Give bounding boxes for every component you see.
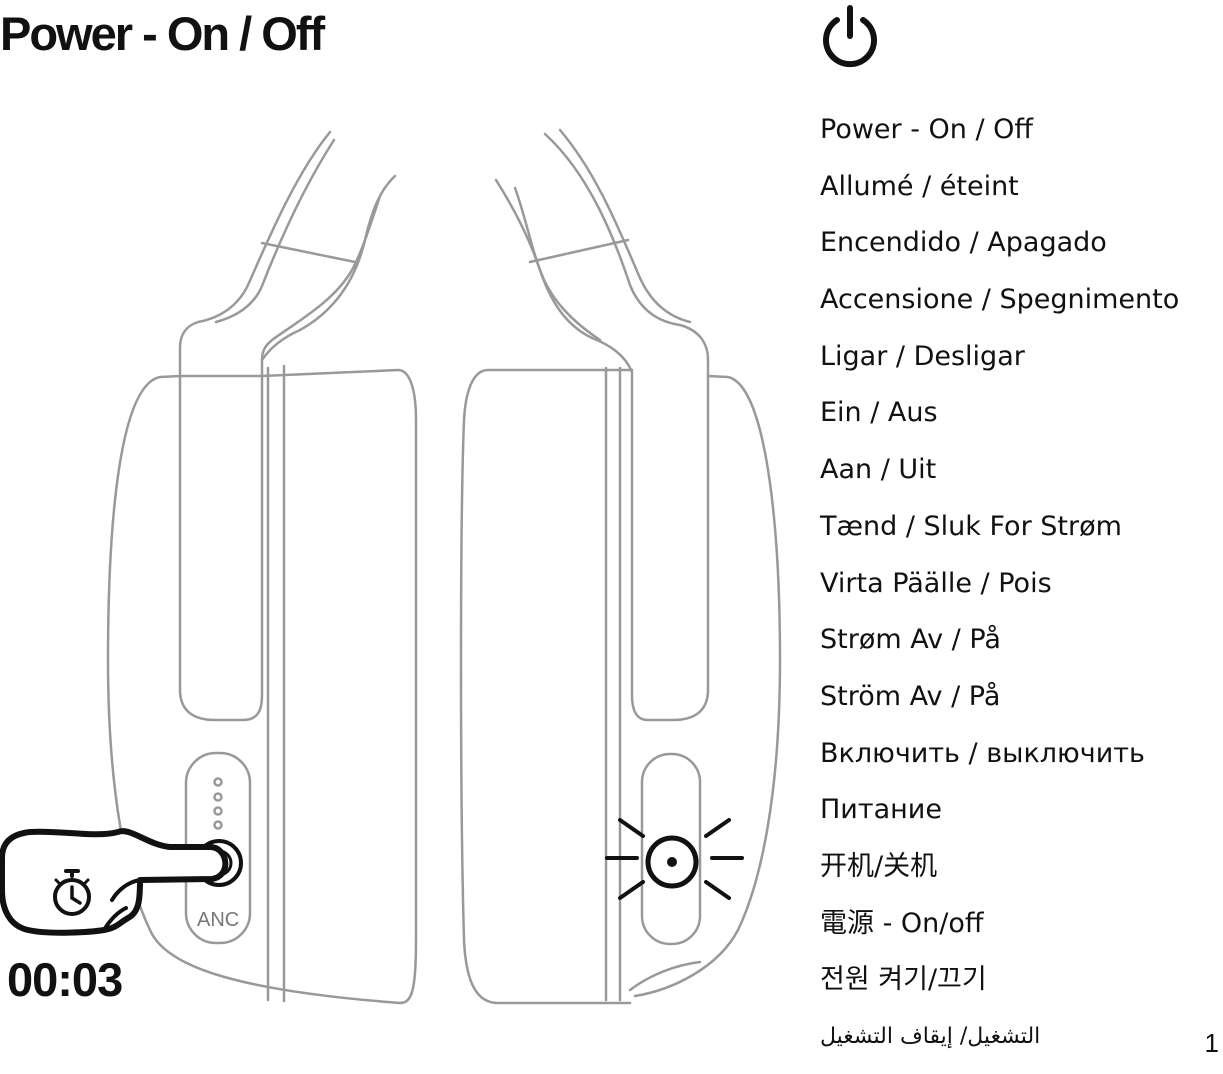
language-item: Ligar / Desligar bbox=[820, 337, 1179, 394]
power-icon bbox=[815, 2, 885, 72]
language-item: Virta Päälle / Pois bbox=[820, 564, 1179, 621]
language-item: Strøm Av / På bbox=[820, 620, 1179, 677]
pointing-hand-icon bbox=[2, 831, 225, 933]
language-item: Encendido / Apagado bbox=[820, 223, 1179, 280]
page-number: 1 bbox=[1205, 1028, 1219, 1059]
language-item: Ein / Aus bbox=[820, 393, 1179, 450]
left-earcup-shell bbox=[108, 376, 400, 1003]
left-headband bbox=[180, 132, 395, 720]
power-button-indicator bbox=[607, 820, 742, 898]
language-item: Tænd / Sluk For Strøm bbox=[820, 507, 1179, 564]
language-list: Power - On / Off Allumé / éteint Encendi… bbox=[820, 110, 1179, 1074]
language-item: Power - On / Off bbox=[820, 110, 1179, 167]
language-item: Accensione / Spegnimento bbox=[820, 280, 1179, 337]
anc-label: ANC bbox=[197, 909, 239, 931]
language-item: Ström Av / På bbox=[820, 677, 1179, 734]
language-item: 전원 켜기/끄기 bbox=[820, 960, 1179, 1017]
language-item: Питание bbox=[820, 790, 1179, 847]
language-item: Allumé / éteint bbox=[820, 167, 1179, 224]
press-duration-timer: 00:03 bbox=[7, 952, 122, 1007]
language-item: 开机/关机 bbox=[820, 847, 1179, 904]
language-item: 電源 - On/off bbox=[820, 904, 1179, 961]
language-item: Aan / Uit bbox=[820, 450, 1179, 507]
language-item: Включить / выключить bbox=[820, 734, 1179, 791]
page-title: Power - On / Off bbox=[0, 6, 323, 61]
headphones-illustration: ANC bbox=[0, 120, 790, 1062]
language-item: التشغيل/ إيقاف التشغيل bbox=[820, 1017, 1179, 1074]
right-headband bbox=[496, 134, 708, 720]
